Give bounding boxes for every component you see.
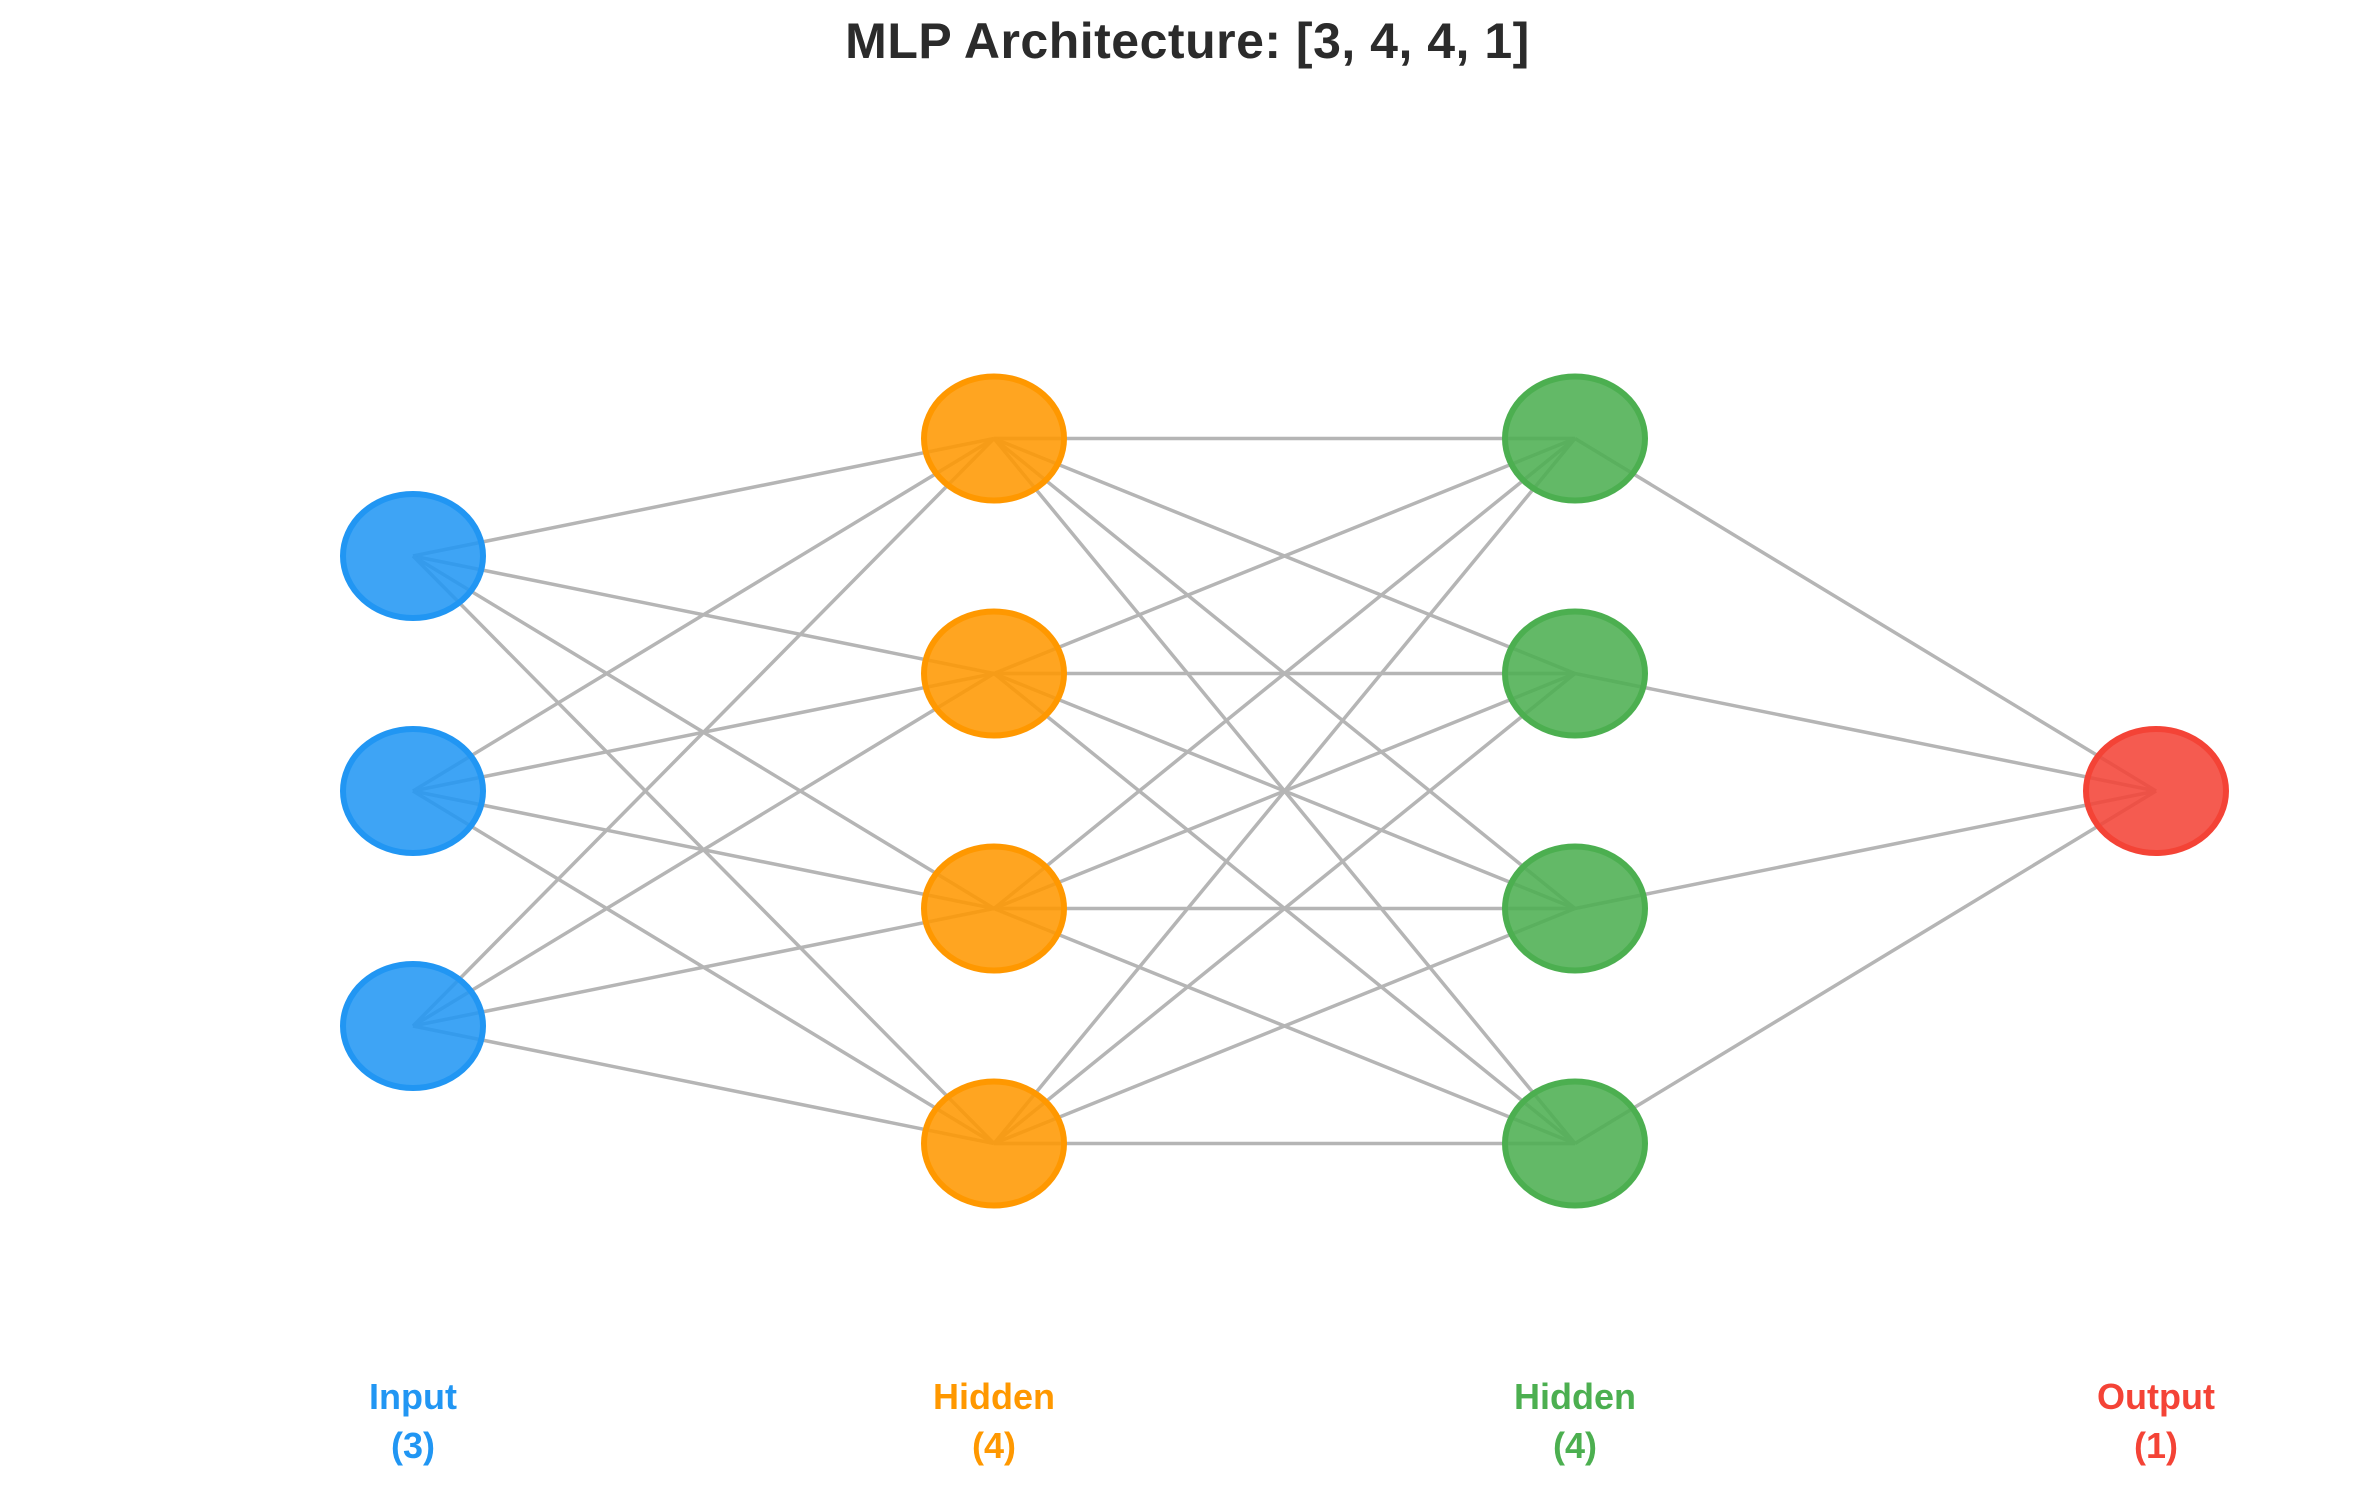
hidden-2-node-4 <box>1502 1078 1648 1209</box>
layer-label-hidden-2: Hidden (4) <box>1415 1372 1735 1470</box>
edge <box>992 437 1577 1145</box>
edge <box>411 437 996 1028</box>
output-node-1 <box>2083 726 2229 856</box>
hidden-1-node-2 <box>921 608 1067 739</box>
layer-label-count: (4) <box>972 1425 1016 1466</box>
layer-label-count: (3) <box>391 1425 435 1466</box>
hidden-2-node-3 <box>1502 843 1648 974</box>
layer-label-name: Input <box>369 1376 457 1417</box>
input-node-3 <box>340 961 486 1091</box>
edge <box>1574 671 2157 793</box>
hidden-1-node-4 <box>921 1078 1067 1209</box>
edge <box>992 672 1577 1145</box>
layer-label-name: Hidden <box>933 1376 1055 1417</box>
edge <box>993 906 1576 1146</box>
layer-label-hidden-1: Hidden (4) <box>834 1372 1154 1470</box>
edge <box>412 672 995 1028</box>
layer-label-count: (4) <box>1553 1425 1597 1466</box>
layer-label-count: (1) <box>2134 1425 2178 1466</box>
input-node-2 <box>340 726 486 856</box>
input-node-1 <box>340 491 486 621</box>
layer-label-output: Output (1) <box>1996 1372 2316 1470</box>
layer-label-name: Hidden <box>1514 1376 1636 1417</box>
hidden-1-node-3 <box>921 843 1067 974</box>
edge <box>412 906 995 1028</box>
edge <box>992 437 1577 910</box>
edge <box>412 436 995 558</box>
edge <box>993 436 1576 676</box>
layer-label-input: Input (3) <box>253 1372 573 1470</box>
edge <box>412 1024 995 1146</box>
hidden-1-node-1 <box>921 373 1067 504</box>
figure-title: MLP Architecture: [3, 4, 4, 1] <box>845 13 1530 69</box>
edge <box>1574 789 2157 911</box>
hidden-2-node-1 <box>1502 373 1648 504</box>
layer-label-name: Output <box>2097 1376 2215 1417</box>
edge <box>1574 789 2157 1145</box>
hidden-2-node-2 <box>1502 608 1648 739</box>
edge <box>1574 437 2157 793</box>
edge <box>412 437 995 793</box>
